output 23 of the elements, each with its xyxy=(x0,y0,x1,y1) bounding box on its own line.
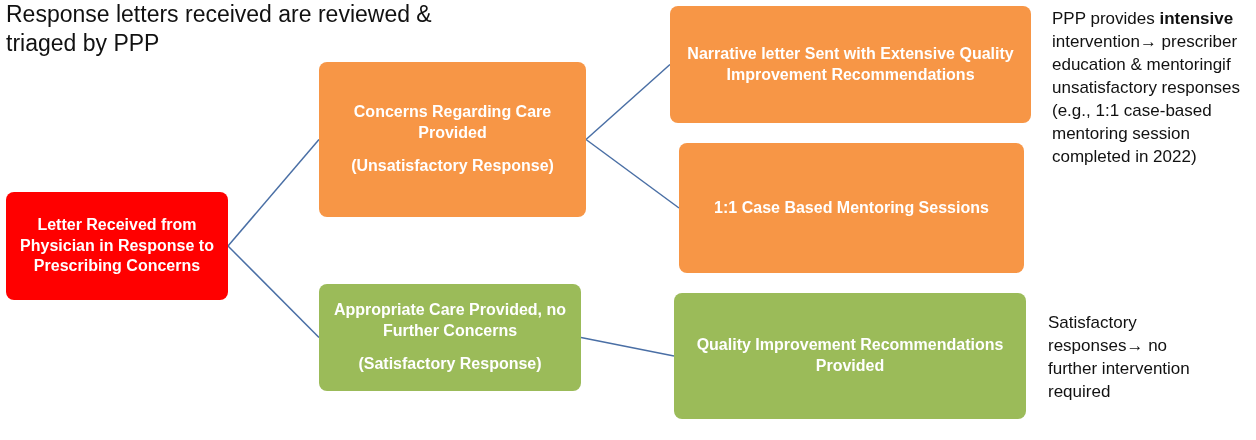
process-box xyxy=(679,143,1024,273)
connector-line xyxy=(585,138,680,209)
box-subtext: (Satisfactory Response) xyxy=(358,353,542,374)
process-box xyxy=(674,293,1026,419)
connector-line xyxy=(227,138,320,247)
box-subtext: (Unsatisfactory Response) xyxy=(351,155,554,176)
box-text: Concerns Regarding Care Provided xyxy=(352,102,553,144)
connector-line xyxy=(580,336,675,357)
note-text: PPP provides intensive intervention→ prescriber education & mentoringif unsatisfactory responses xyxy=(1052,8,1242,99)
process-box xyxy=(6,192,228,300)
connector-line xyxy=(227,245,320,339)
process-box xyxy=(319,62,586,217)
note-text: (e.g., 1:1 case-based mentoring session completed in 2022) xyxy=(1052,99,1213,168)
note-text: Satisfactory responses→ no further intervention required xyxy=(1048,312,1191,403)
box-text: Letter Received from Physician in Response to Prescribing Concerns xyxy=(19,214,215,277)
box-text: Appropriate Care Provided, no Further Concerns xyxy=(332,300,567,342)
box-text: Quality Improvement Recommendations Provided xyxy=(695,335,1005,376)
process-box xyxy=(319,284,581,391)
process-box xyxy=(670,6,1031,123)
connector-line xyxy=(585,63,671,141)
box-text: 1:1 Case Based Mentoring Sessions xyxy=(714,197,989,218)
diagram-title: Response letters received are reviewed & triaged by PPP xyxy=(6,0,433,58)
box-text: Narrative letter Sent with Extensive Quality Improvement Recommendations xyxy=(686,43,1015,85)
